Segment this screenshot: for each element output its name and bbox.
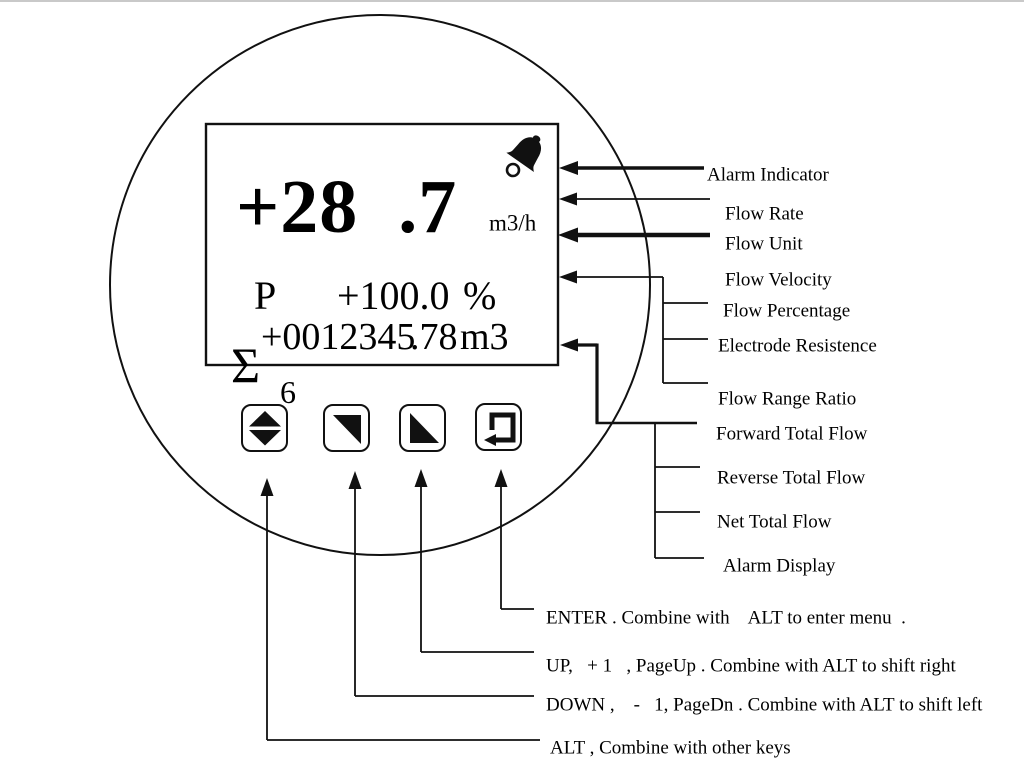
lcd-sigma-symbol: Σ [231, 337, 261, 393]
lcd-percent-unit: % [463, 273, 497, 318]
key-desc-down: DOWN , - 1, PageDn . Combine with ALT to… [546, 694, 983, 716]
lcd-percent-prefix: P [254, 273, 277, 318]
meter-face-circle [109, 14, 651, 556]
callout-flow-range-ratio: Flow Range Ratio [718, 388, 857, 410]
lcd-total-decimal: .78 [410, 316, 458, 358]
callout-lines [266, 166, 710, 741]
callout-flow-unit: Flow Unit [725, 233, 803, 255]
alarm-bell-icon [505, 135, 542, 178]
lcd-flow-unit: m3/h [489, 210, 537, 236]
lcd-total-value: +0012345 [261, 316, 416, 358]
key-alt [241, 404, 288, 452]
callout-electrode-resistance: Electrode Resistence [718, 335, 877, 357]
up-triangle-icon [409, 413, 439, 443]
key-desc-up: UP, + 1 , PageUp . Combine with ALT to s… [546, 655, 956, 677]
lcd-total-unit: m3 [460, 316, 509, 358]
callout-forward-total-flow: Forward Total Flow [716, 423, 868, 445]
down-triangle-icon [332, 415, 361, 444]
callout-flow-rate: Flow Rate [725, 203, 804, 225]
callout-flow-percentage: Flow Percentage [723, 300, 851, 322]
key-desc-enter: ENTER . Combine with ALT to enter menu . [546, 607, 906, 629]
enter-loop-icon [483, 412, 515, 446]
lcd-sigma-subscript: 6 [280, 374, 296, 410]
arrowheads [260, 161, 578, 496]
key-up [399, 404, 446, 452]
page-top-edge [0, 0, 1024, 2]
lcd-percent-value: +100.0 [337, 273, 450, 318]
callout-flow-velocity: Flow Velocity [725, 269, 832, 291]
lcd-frame [204, 122, 560, 367]
key-down [323, 404, 370, 452]
alt-diamond-icon [248, 411, 281, 446]
callout-alarm-indicator: Alarm Indicator [707, 164, 829, 186]
callout-alarm-display: Alarm Display [723, 555, 836, 577]
key-desc-alt: ALT , Combine with other keys [550, 737, 791, 759]
callout-net-total-flow: Net Total Flow [717, 511, 832, 533]
lcd-flow-rate-value: +28 .7 [236, 165, 458, 249]
callout-reverse-total-flow: Reverse Total Flow [717, 467, 866, 489]
key-enter [475, 403, 522, 451]
